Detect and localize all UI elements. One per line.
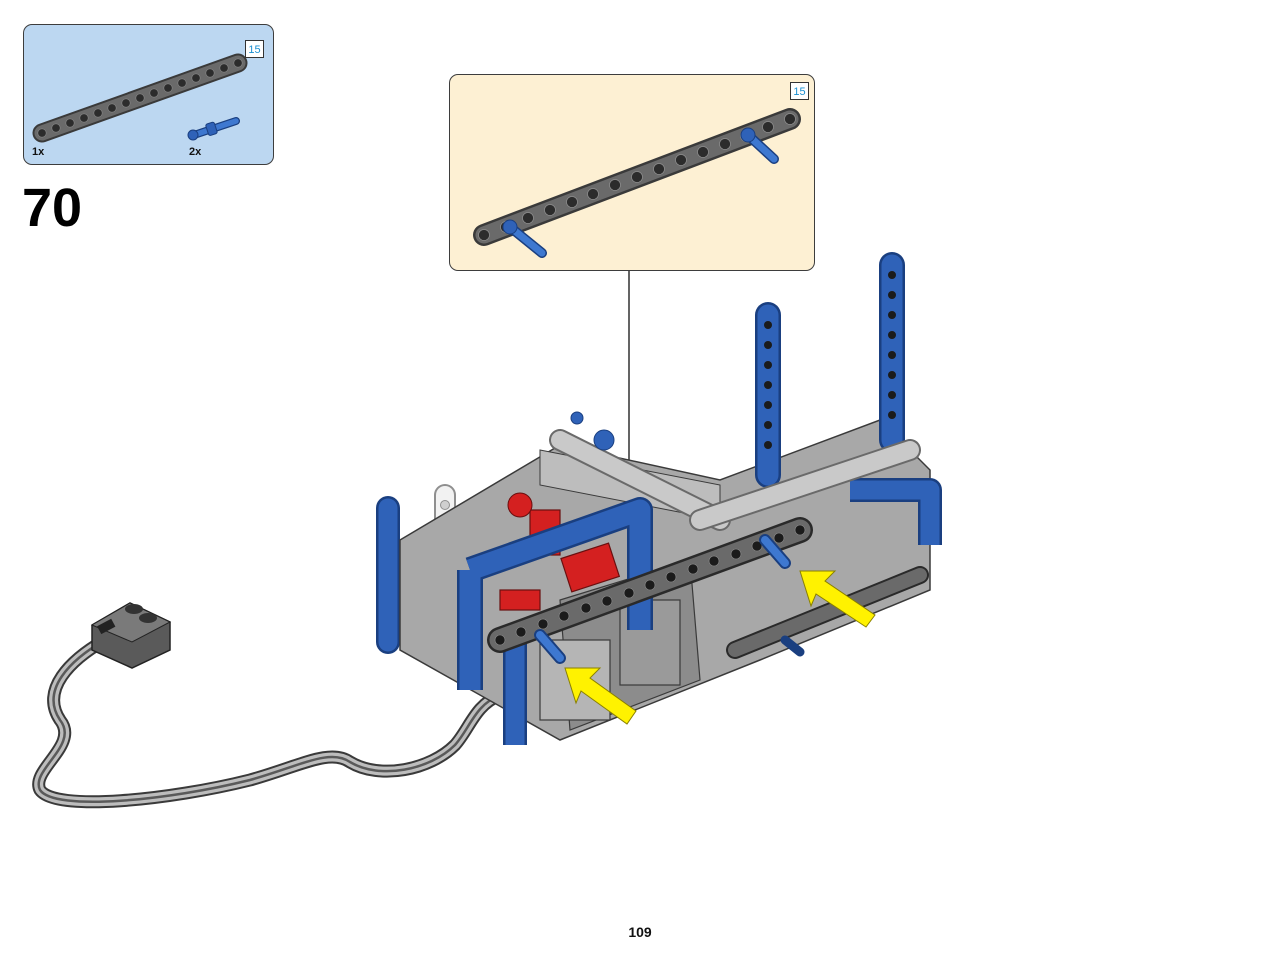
right-blue-frame [850, 478, 942, 545]
cable-connector [90, 602, 172, 669]
blue-axle-pin-part [187, 117, 240, 141]
callout-drawing [473, 108, 801, 258]
yellow-arrow-front [564, 667, 637, 725]
callout-pin-left [502, 219, 547, 258]
front-blue-frame [457, 497, 653, 745]
step-number: 70 [22, 178, 83, 238]
callout-pin-right [740, 127, 779, 164]
tall-blue-beams [755, 252, 905, 488]
parts-list-drawing [32, 53, 248, 143]
power-cable [32, 633, 507, 809]
yellow-arrow-rear [799, 570, 876, 628]
parts-list-box: 15 1x 2x [23, 24, 274, 165]
gray-chassis [399, 419, 931, 741]
new-dark-beam-rear [726, 566, 929, 659]
pin-quantity-label: 2x [189, 146, 202, 158]
gray-beam-part [32, 53, 248, 143]
new-dark-beam-front [487, 517, 813, 653]
page-number: 109 [628, 924, 652, 940]
callout-pointer-arrowhead [624, 540, 634, 552]
callout-gray-beam [473, 108, 801, 246]
upper-gray-beam [549, 429, 921, 531]
sub-assembly-callout: 15 [449, 74, 815, 271]
parts-length-badge: 15 [245, 40, 264, 58]
blue-pins [534, 411, 805, 664]
red-parts [499, 492, 621, 611]
beam-quantity-label: 1x [32, 146, 45, 158]
callout-length-badge: 15 [790, 82, 809, 100]
white-beam [434, 484, 456, 651]
